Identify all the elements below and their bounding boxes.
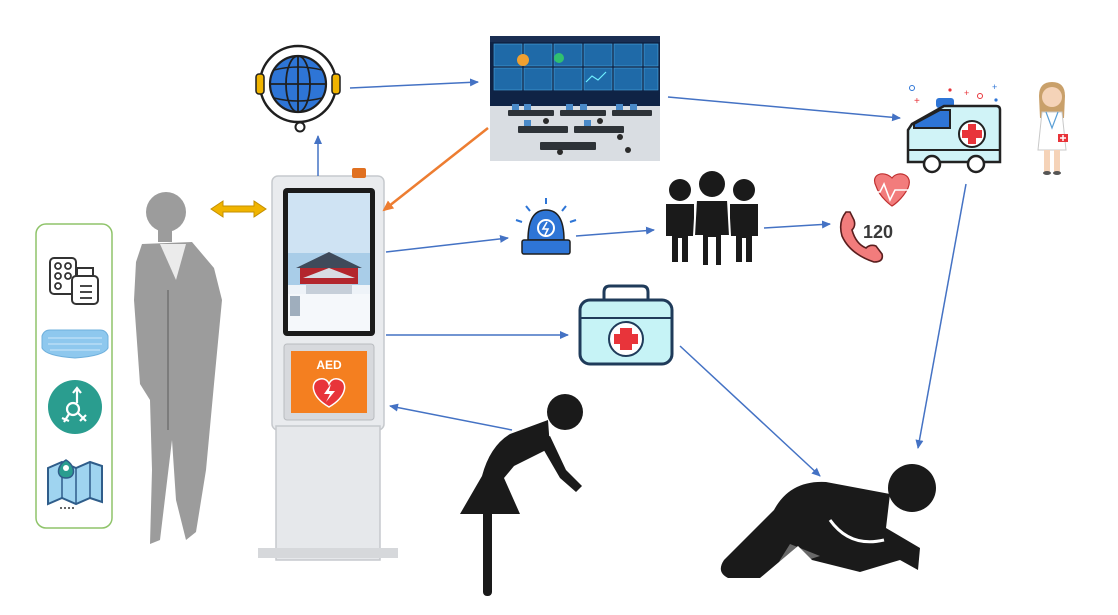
ambulance-icon: + + + [906,82,1002,174]
bending-person-silhouette [460,394,583,596]
arrow-crowd-to-phone [763,220,831,229]
first-aid-kit-icon [578,284,674,366]
standing-person-silhouette [134,192,222,544]
arrow-alarm-to-crowd [575,226,655,237]
face-mask-icon [41,329,109,359]
arrow-kiosk-to-alarm [385,234,509,253]
svg-text:+: + [964,88,969,98]
globe-headset-icon[interactable] [255,44,341,133]
double-arrow-icon [210,200,267,218]
arrow-firstaid-to-victim [679,345,821,477]
flow-arrows [314,78,967,477]
arrow-center-to-kiosk [382,127,489,212]
map-location-icon [47,459,103,509]
emergency-call-120-icon: 120 [839,173,914,263]
doctor-icon [1037,82,1068,175]
crowd-icon [666,171,758,267]
supplies-panel [35,223,113,529]
kiosk-screen-image [288,193,370,331]
command-center-photo [490,36,660,161]
alarm-light-icon [515,198,577,255]
arrow-bystander-to-kiosk [389,403,513,431]
phone-number-text: 120 [863,222,893,242]
aed-label: AED [316,358,342,372]
arrow-globe-to-center [349,78,479,89]
svg-text:+: + [992,82,997,92]
arrow-center-to-ambulance [667,96,901,122]
arrow-ambulance-to-victim [915,183,967,449]
gender-symbol-icon [48,380,102,434]
svg-text:+: + [914,96,920,107]
medicine-pills-icon [49,257,99,305]
aed-kiosk: AED [258,168,398,561]
collapsed-person-silhouette [720,464,936,578]
